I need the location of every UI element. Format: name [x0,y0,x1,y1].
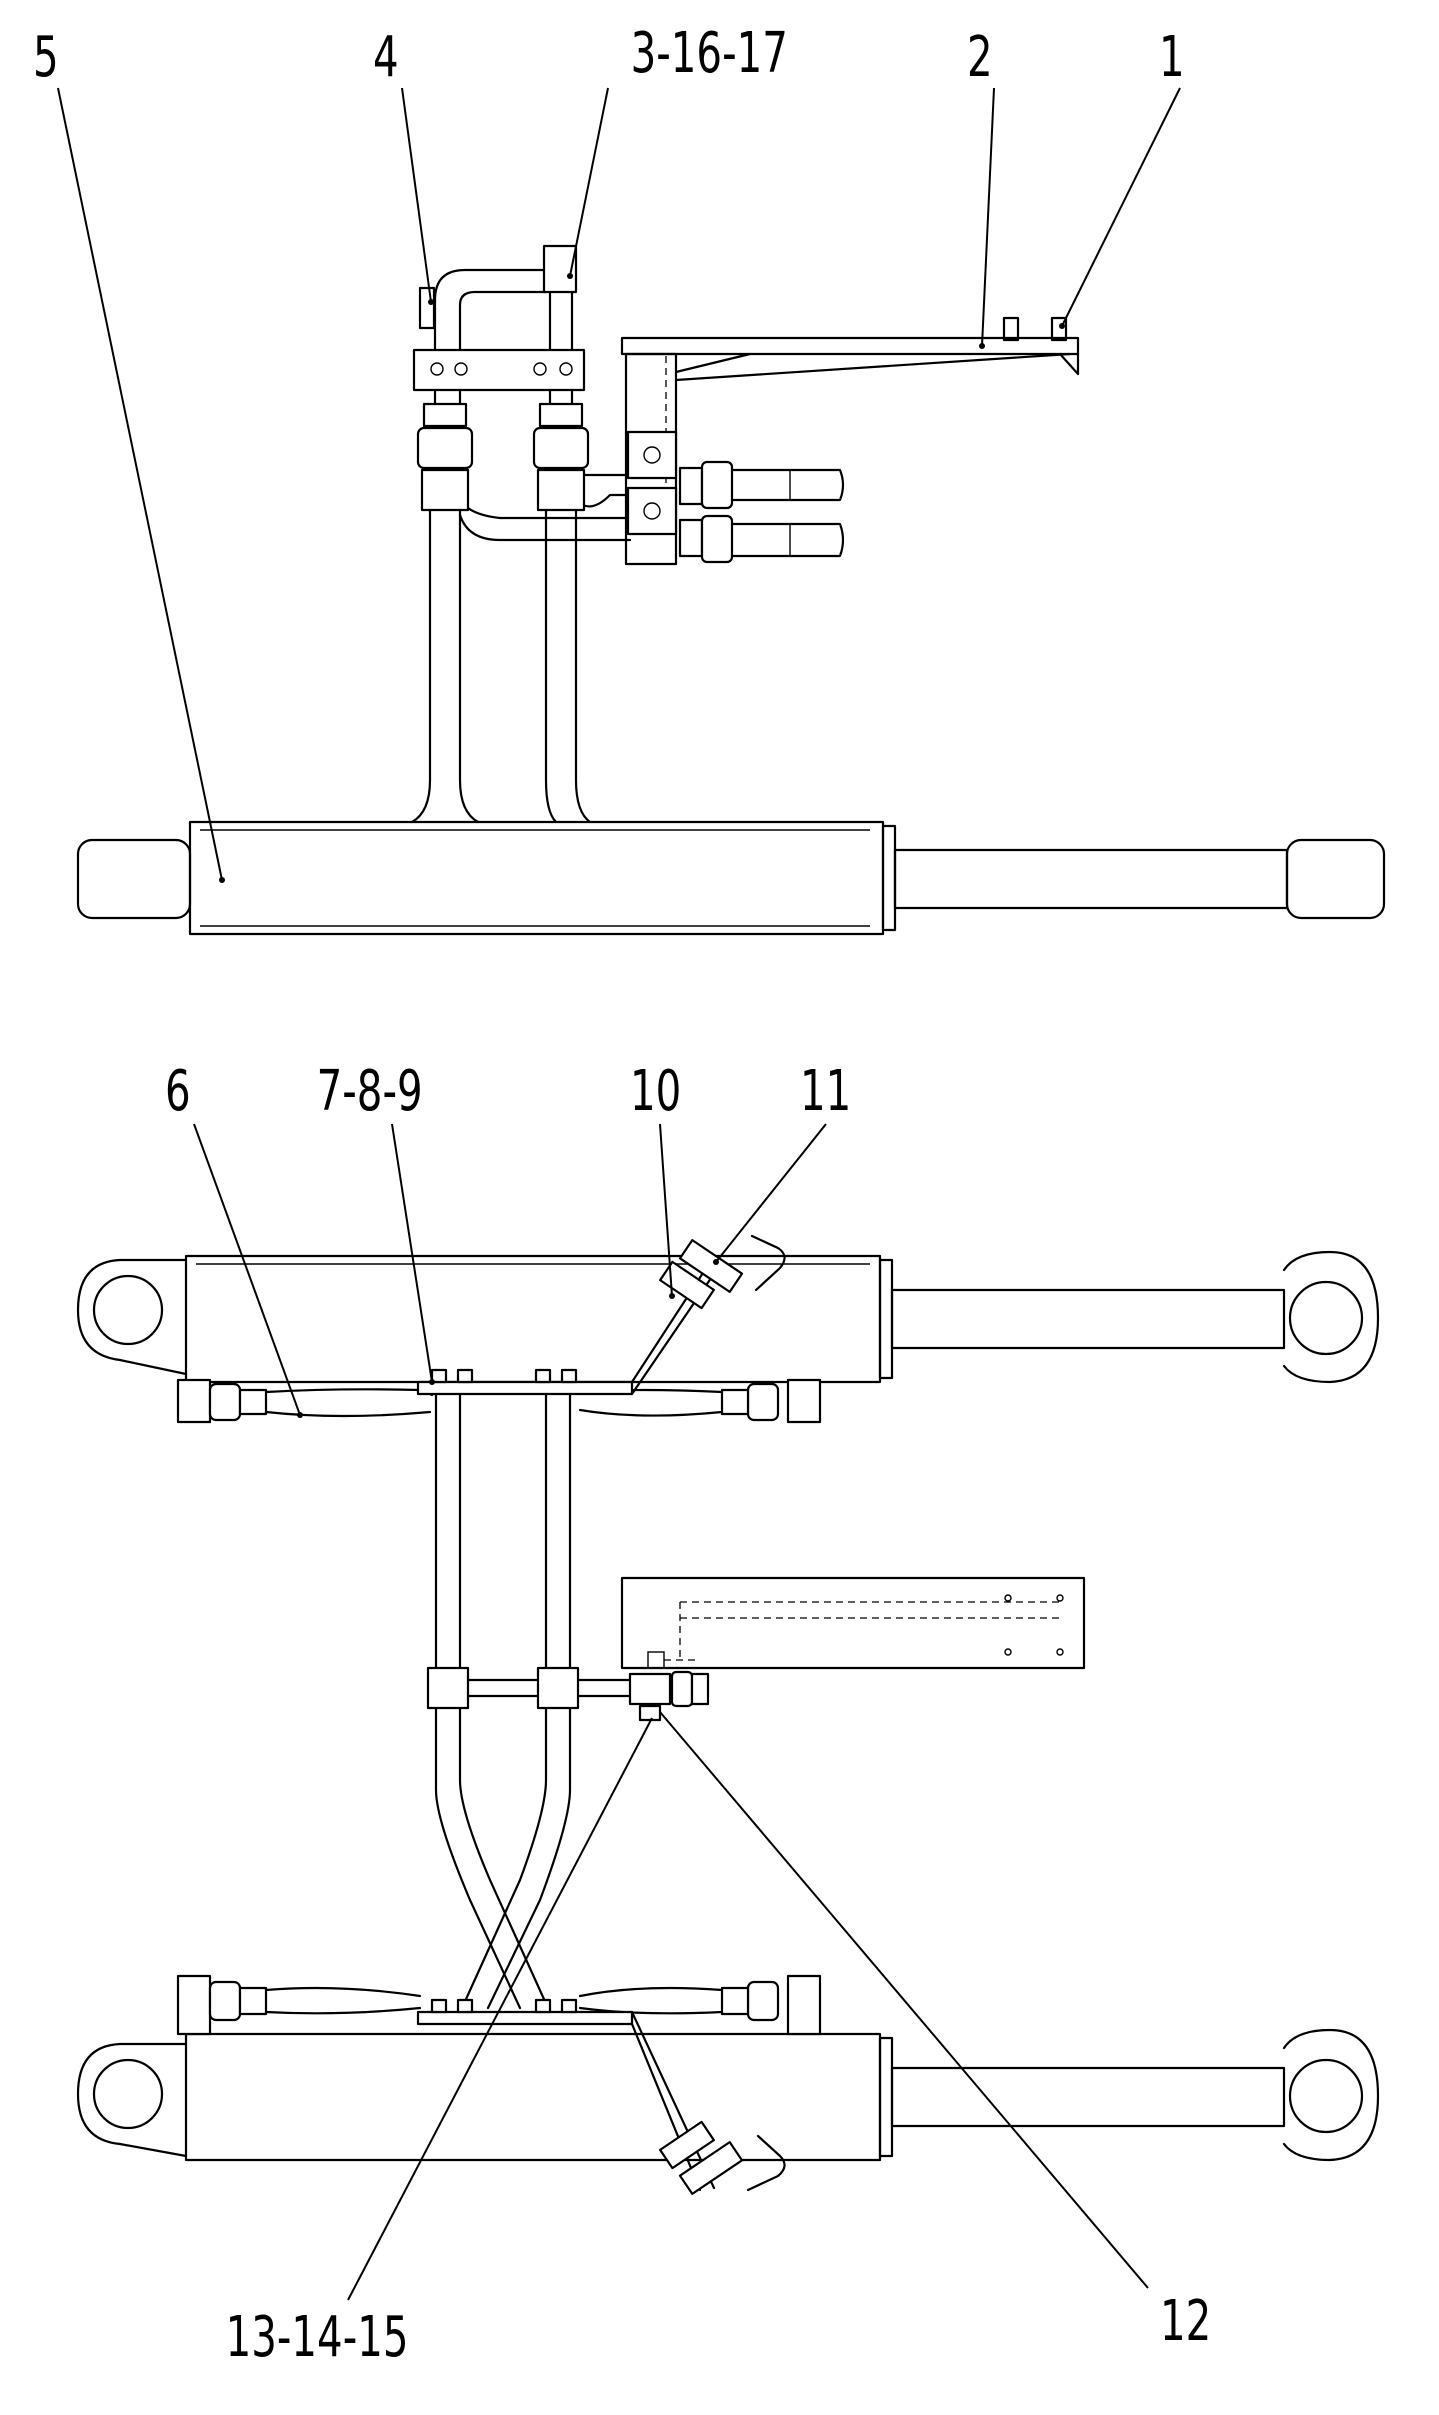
callout-3-16-17: 3-16-17 [569,20,788,277]
top-view: 5 4 3-16-17 2 1 [33,20,1386,936]
callout-label-3-16-17: 3-16-17 [631,20,788,85]
bracket-bottom [620,1576,1086,1670]
callout-5: 5 [33,24,223,881]
callout-label-13-14-15: 13-14-15 [226,2304,409,2369]
callout-label-2: 2 [967,24,993,89]
callout-label-12: 12 [1160,2288,1211,2353]
pipes-top [410,244,632,824]
cylinder-lower [76,2028,1380,2162]
hoses-lower [176,1974,822,2036]
callout-label-7-8-9: 7-8-9 [317,1058,423,1123]
callout-2: 2 [967,24,995,347]
callout-label-6: 6 [165,1058,191,1123]
callout-label-5: 5 [33,24,59,89]
callout-4: 4 [373,24,432,303]
callout-6: 6 [165,1058,301,1416]
callout-label-11: 11 [800,1058,851,1123]
hoses-upper [176,1378,822,1424]
callout-11: 11 [715,1058,851,1263]
callout-7-8-9: 7-8-9 [317,1058,433,1383]
pipes-between [426,1392,710,2010]
bracket-top [620,316,1080,566]
cylinder-top [76,820,1386,936]
plate-upper [416,1234,786,1396]
callout-10: 10 [630,1058,681,1297]
plate-lower [416,1998,786,2195]
callout-label-10: 10 [630,1058,681,1123]
callout-label-4: 4 [373,24,399,89]
callout-13-14-15: 13-14-15 [226,1717,653,2370]
bottom-view: 6 7-8-9 10 11 13-14-15 12 [76,1058,1380,2370]
callout-12: 12 [659,1711,1211,2354]
callout-1: 1 [1061,24,1185,327]
callout-label-1: 1 [1159,24,1185,89]
